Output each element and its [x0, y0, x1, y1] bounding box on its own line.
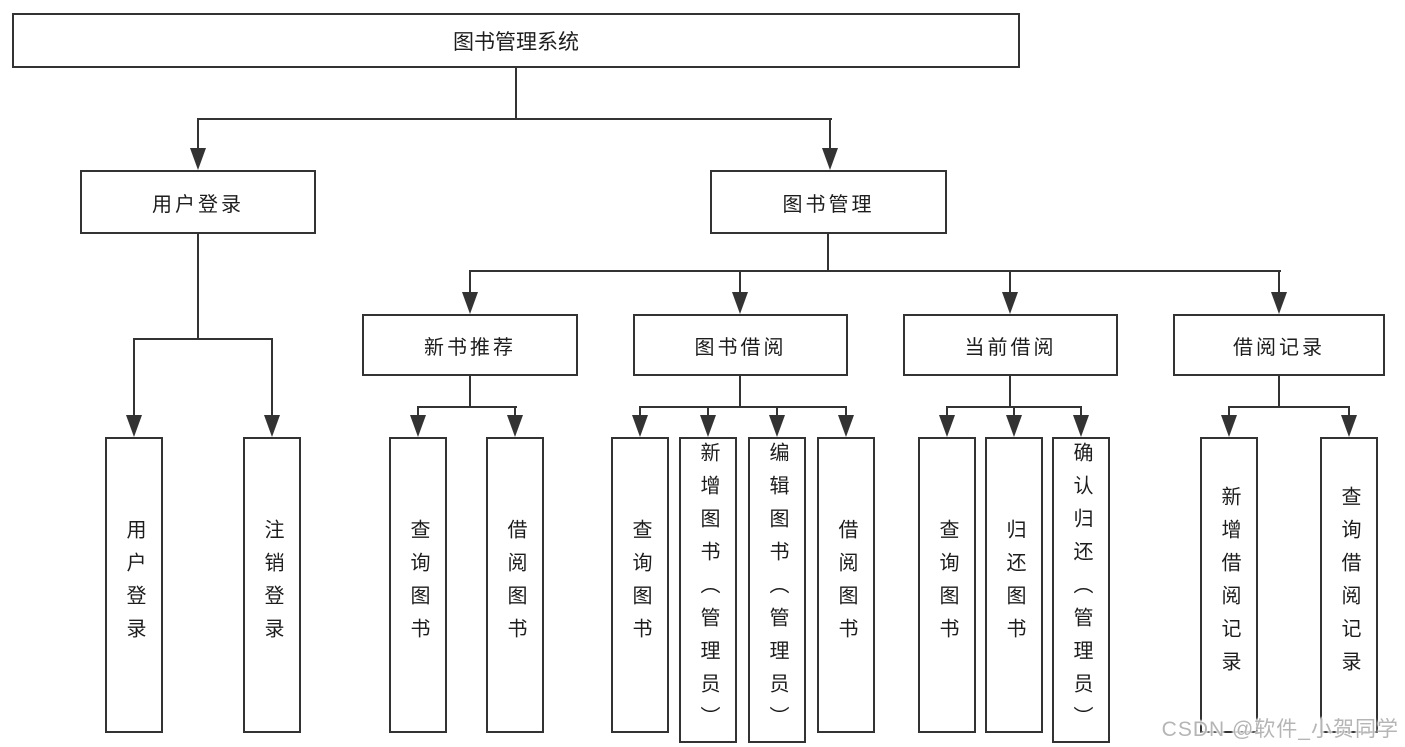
- arrow-down-icon: [632, 415, 648, 437]
- connector-line: [776, 406, 778, 418]
- node-user-login: 用户登录: [80, 170, 316, 234]
- connector-line: [469, 270, 1281, 272]
- leaf-confirm-return-admin: 确认归还（管理员）: [1052, 437, 1110, 743]
- leaf-add-borrow-record: 新增借阅记录: [1200, 437, 1258, 733]
- arrow-down-icon: [1006, 415, 1022, 437]
- leaf-edit-books-admin: 编辑图书（管理员）: [748, 437, 806, 743]
- node-current-borrowing: 当前借阅: [903, 314, 1118, 376]
- connector-line: [827, 234, 829, 270]
- arrow-down-icon: [410, 415, 426, 437]
- arrow-down-icon: [700, 415, 716, 437]
- arrow-down-icon: [1221, 415, 1237, 437]
- arrow-down-icon: [462, 292, 478, 314]
- connector-line: [417, 406, 517, 408]
- connector-line: [469, 376, 471, 406]
- connector-line: [1278, 270, 1280, 294]
- arrow-down-icon: [1073, 415, 1089, 437]
- connector-line: [514, 406, 516, 418]
- connector-line: [1009, 376, 1011, 406]
- connector-line: [133, 338, 135, 417]
- node-book-borrowing: 图书借阅: [633, 314, 848, 376]
- arrow-down-icon: [838, 415, 854, 437]
- connector-line: [1228, 406, 1230, 418]
- connector-line: [639, 406, 847, 408]
- arrow-down-icon: [507, 415, 523, 437]
- node-root-library-system: 图书管理系统: [12, 13, 1020, 68]
- leaf-query-books-current: 查询图书: [918, 437, 976, 733]
- connector-line: [1278, 376, 1280, 406]
- node-new-book-recommend: 新书推荐: [362, 314, 578, 376]
- connector-line: [469, 270, 471, 294]
- arrow-down-icon: [822, 148, 838, 170]
- arrow-down-icon: [126, 415, 142, 437]
- node-borrowing-records: 借阅记录: [1173, 314, 1385, 376]
- arrow-down-icon: [939, 415, 955, 437]
- node-book-management: 图书管理: [710, 170, 947, 234]
- connector-line: [946, 406, 948, 418]
- leaf-add-books-admin: 新增图书（管理员）: [679, 437, 737, 743]
- leaf-query-borrow-record: 查询借阅记录: [1320, 437, 1378, 733]
- connector-line: [739, 270, 741, 294]
- connector-line: [1228, 406, 1350, 408]
- connector-line: [197, 118, 832, 120]
- arrow-down-icon: [1002, 292, 1018, 314]
- connector-line: [515, 68, 517, 118]
- connector-line: [197, 118, 199, 152]
- leaf-borrow-books-recommend: 借阅图书: [486, 437, 544, 733]
- arrow-down-icon: [1271, 292, 1287, 314]
- leaf-query-books-recommend: 查询图书: [389, 437, 447, 733]
- connector-line: [829, 118, 831, 152]
- leaf-query-books-borrowing: 查询图书: [611, 437, 669, 733]
- connector-line: [197, 234, 199, 338]
- connector-line: [133, 338, 273, 340]
- csdn-watermark: CSDN @软件_小贺同学: [1161, 718, 1399, 741]
- arrow-down-icon: [264, 415, 280, 437]
- connector-line: [271, 338, 273, 417]
- arrow-down-icon: [190, 148, 206, 170]
- connector-line: [1348, 406, 1350, 418]
- connector-line: [1080, 406, 1082, 418]
- connector-line: [739, 376, 741, 406]
- arrow-down-icon: [1341, 415, 1357, 437]
- leaf-user-login: 用户登录: [105, 437, 163, 733]
- connector-line: [707, 406, 709, 418]
- arrow-down-icon: [769, 415, 785, 437]
- connector-line: [417, 406, 419, 418]
- leaf-return-books: 归还图书: [985, 437, 1043, 733]
- leaf-borrow-books: 借阅图书: [817, 437, 875, 733]
- connector-line: [845, 406, 847, 418]
- connector-line: [639, 406, 641, 418]
- arrow-down-icon: [732, 292, 748, 314]
- connector-line: [1009, 270, 1011, 294]
- connector-line: [1013, 406, 1015, 418]
- leaf-logout: 注销登录: [243, 437, 301, 733]
